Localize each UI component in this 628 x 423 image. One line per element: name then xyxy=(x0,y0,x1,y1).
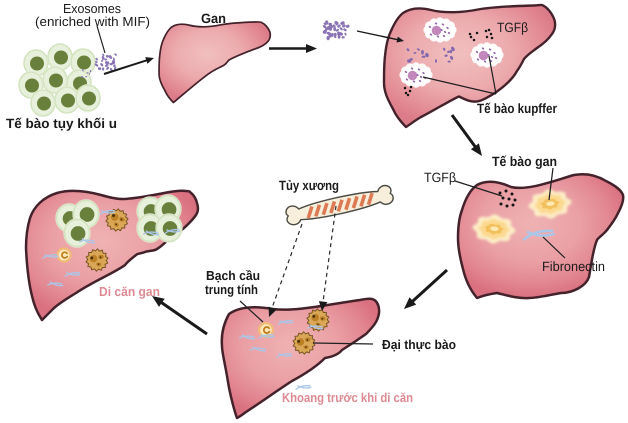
svg-text:Exosomes: Exosomes xyxy=(63,1,121,16)
svg-text:Di căn gan: Di căn gan xyxy=(99,284,160,299)
svg-text:Tủy xương: Tủy xương xyxy=(279,178,339,193)
svg-text:Tế bào kupffer: Tế bào kupffer xyxy=(477,101,558,116)
svg-text:Khoang trước khi di căn: Khoang trước khi di căn xyxy=(282,390,413,405)
svg-text:Tế bào gan: Tế bào gan xyxy=(492,154,557,169)
svg-text:Tế bào tụy khối u: Tế bào tụy khối u xyxy=(6,116,117,131)
svg-text:Đại thực bào: Đại thực bào xyxy=(382,337,456,352)
svg-text:TGFβ: TGFβ xyxy=(497,20,528,35)
svg-text:trung tính: trung tính xyxy=(205,282,258,297)
svg-text:Gan: Gan xyxy=(201,11,226,26)
svg-text:Fibronectin: Fibronectin xyxy=(542,259,605,274)
svg-text:Bạch cầu: Bạch cầu xyxy=(206,268,260,283)
svg-text:TGFβ: TGFβ xyxy=(424,170,456,185)
svg-text:(enriched with MIF): (enriched with MIF) xyxy=(35,14,150,29)
